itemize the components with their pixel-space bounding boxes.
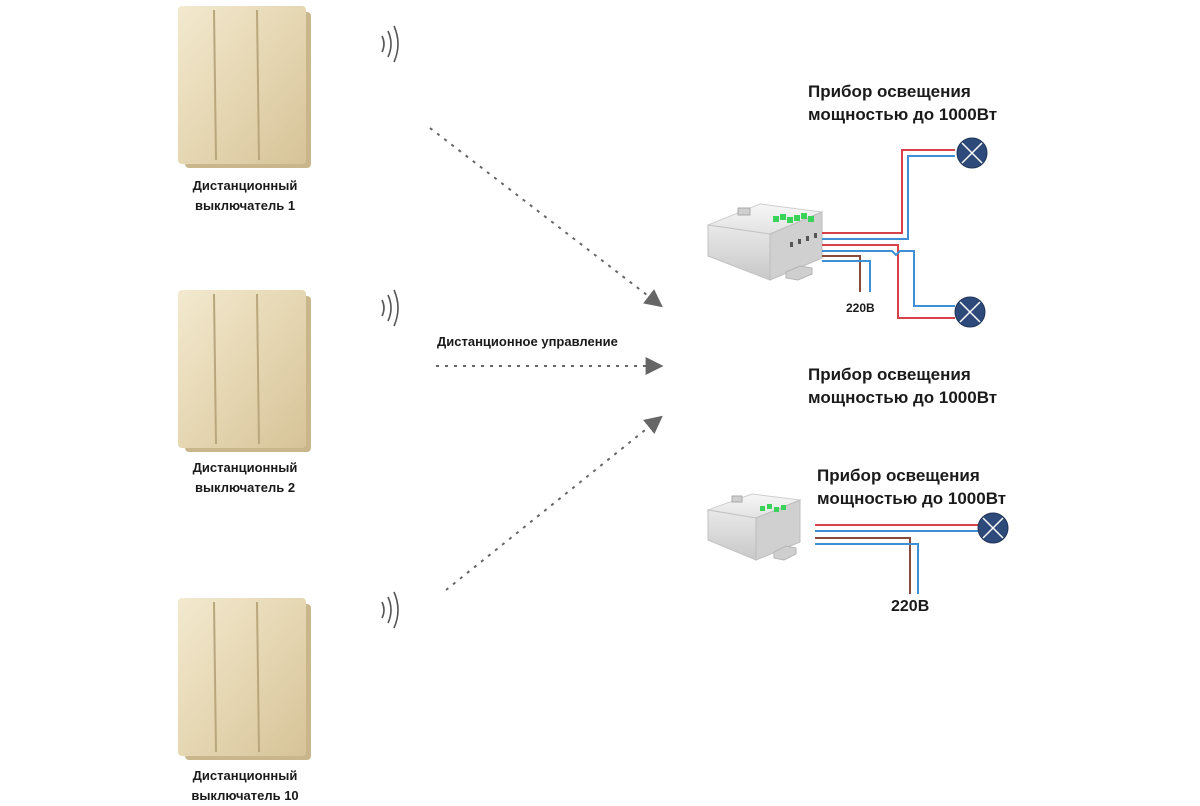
switch-1-label: Дистанционный выключатель 1 bbox=[145, 176, 345, 216]
remote-control-label: Дистанционное управление bbox=[437, 334, 618, 349]
lamp-label-2: Прибор освещения мощностью до 1000Вт bbox=[808, 363, 1068, 409]
switch-1 bbox=[178, 6, 311, 168]
upper-wiring bbox=[822, 149, 955, 319]
voltage-label-lower: 220В bbox=[891, 598, 930, 615]
lamp-label-1: Прибор освещения мощностью до 1000Вт bbox=[808, 80, 1068, 126]
switch-10-label: Дистанционный выключатель 10 bbox=[145, 766, 345, 806]
arrow-icon bbox=[429, 127, 663, 308]
lamp-label-1-line2: мощностью до 1000Вт bbox=[808, 105, 998, 124]
lamp-label-3: Прибор освещения мощностью до 1000Вт bbox=[817, 464, 1077, 510]
relay-module-icon bbox=[706, 203, 824, 281]
lamp-label-3-line1: Прибор освещения bbox=[817, 466, 980, 485]
relay-module-icon bbox=[706, 493, 802, 561]
switch-10 bbox=[178, 598, 311, 760]
switch-1-label-line2: выключатель 1 bbox=[194, 198, 296, 213]
wireless-signal-icon bbox=[381, 25, 399, 63]
lamp-icon bbox=[954, 296, 986, 328]
lamp-icon bbox=[956, 137, 988, 169]
wireless-signal-icon bbox=[381, 591, 399, 629]
voltage-label-upper: 220В bbox=[846, 301, 875, 315]
lamp-label-2-line2: мощностью до 1000Вт bbox=[808, 388, 998, 407]
switch-2-label-line2: выключатель 2 bbox=[194, 480, 296, 495]
switch-10-label-line2: выключатель 10 bbox=[191, 788, 299, 803]
switch-2 bbox=[178, 290, 311, 452]
switch-1-label-line1: Дистанционный bbox=[192, 178, 298, 193]
lamp-icon bbox=[977, 512, 1009, 544]
wireless-signal-icon bbox=[381, 289, 399, 327]
switch-2-label-line1: Дистанционный bbox=[192, 460, 298, 475]
lamp-label-2-line1: Прибор освещения bbox=[808, 365, 971, 384]
arrow-icon bbox=[445, 415, 663, 591]
lower-wiring bbox=[815, 524, 978, 594]
switch-10-label-line1: Дистанционный bbox=[192, 768, 298, 783]
lamp-label-3-line2: мощностью до 1000Вт bbox=[817, 489, 1007, 508]
lamp-label-1-line1: Прибор освещения bbox=[808, 82, 971, 101]
switch-2-label: Дистанционный выключатель 2 bbox=[145, 458, 345, 498]
